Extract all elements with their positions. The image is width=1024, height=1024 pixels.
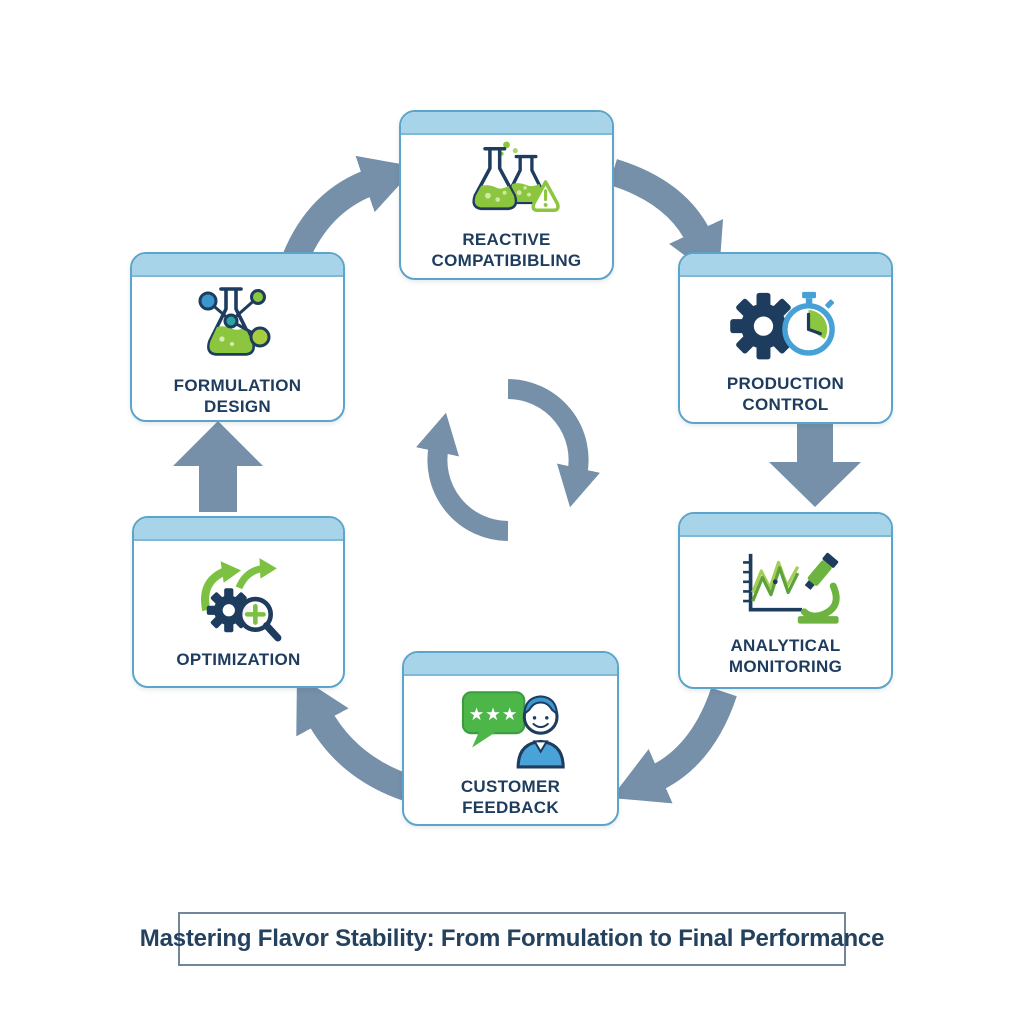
box-header-bar [404, 653, 617, 676]
box-header-bar [401, 112, 612, 135]
arrow-analytical-to-customer [611, 687, 737, 804]
chart-microscope-icon [726, 541, 846, 629]
step-label: OPTIMIZATION [176, 649, 301, 669]
arrow-production-to-analytical [769, 424, 861, 507]
arrow-optimization-to-formulation [173, 421, 263, 512]
diagram-title: Mastering Flavor Stability: From Formula… [139, 925, 885, 952]
arrow-customer-to-optimization [296, 674, 419, 803]
step-label: FORMULATION DESIGN [173, 376, 302, 417]
step-reactive-compatibility: REACTIVE COMPATIBIBLING [399, 110, 614, 280]
flask-molecule-icon [186, 281, 290, 369]
step-optimization: OPTIMIZATION [132, 516, 345, 688]
step-label: PRODUCTION CONTROL [726, 374, 845, 415]
step-customer-feedback: ★★★ CUSTOMER FEEDBACK [402, 651, 619, 826]
step-label: CUSTOMER FEEDBACK [460, 777, 561, 818]
arrow-reactive-to-production [608, 159, 724, 281]
box-header-bar [680, 254, 891, 277]
step-analytical-monitoring: ANALYTICAL MONITORING [678, 512, 893, 689]
flasks-warning-icon [444, 139, 570, 223]
diagram-title-box: Mastering Flavor Stability: From Formula… [140, 912, 884, 966]
gear-magnifier-arrows-icon [186, 551, 292, 643]
svg-text:★★★: ★★★ [468, 705, 518, 725]
box-header-bar [680, 514, 891, 537]
cycle-arrows-icon [416, 379, 600, 541]
step-label: ANALYTICAL MONITORING [728, 636, 843, 677]
step-formulation-design: FORMULATION DESIGN [130, 252, 345, 422]
step-production-control: PRODUCTION CONTROL [678, 252, 893, 424]
box-header-bar [132, 254, 343, 277]
box-header-bar [134, 518, 343, 541]
step-label: REACTIVE COMPATIBIBLING [431, 230, 582, 271]
arrow-formulation-to-reactive [281, 155, 417, 268]
gear-stopwatch-icon [727, 281, 845, 367]
review-person-icon: ★★★ [452, 680, 570, 770]
